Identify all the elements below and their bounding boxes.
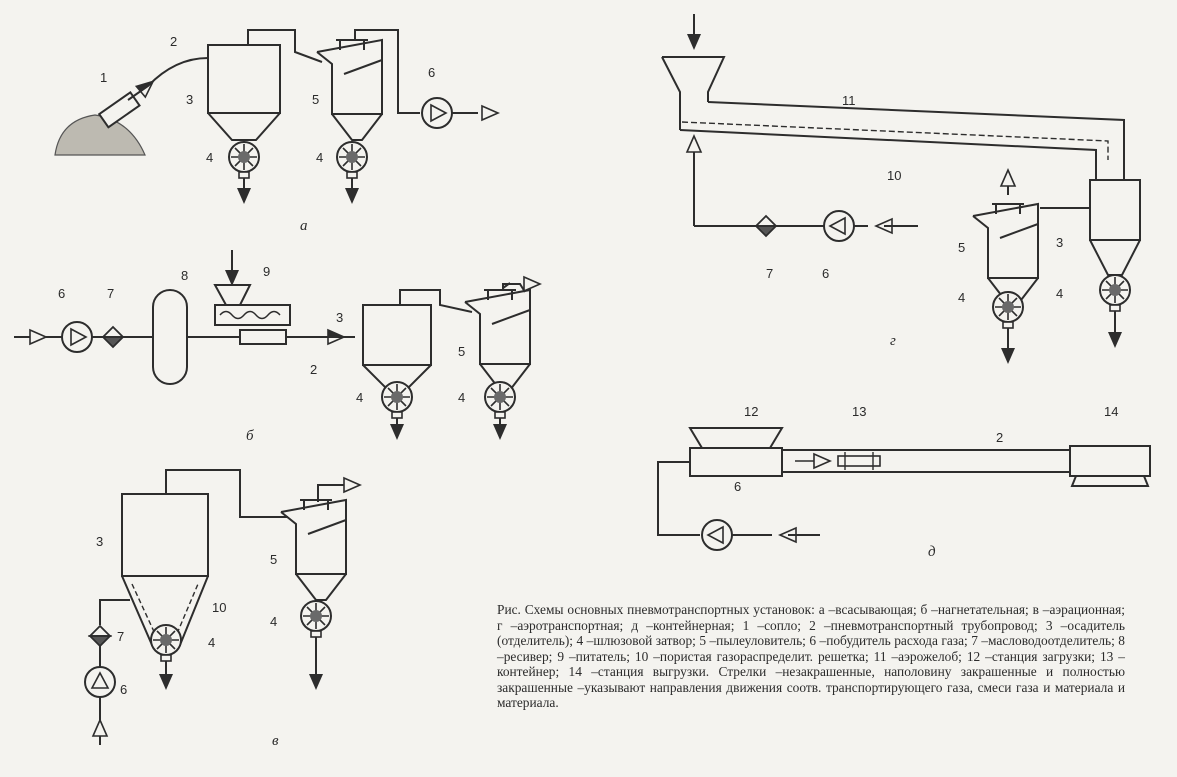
label-3: 3: [96, 534, 103, 549]
label-7: 7: [766, 266, 773, 281]
label-4b: 4: [270, 614, 277, 629]
label-6: 6: [734, 479, 741, 494]
diagram-d: 12 13 2 14 6 д: [657, 404, 1151, 560]
label-12: 12: [744, 404, 758, 419]
diagram-a-caption: а: [300, 218, 308, 234]
diagram-b-labels: 6 7 8 9 3 2 5 4 4: [58, 264, 465, 405]
label-4b: 4: [458, 390, 465, 405]
label-7: 7: [117, 629, 124, 644]
label-3: 3: [336, 310, 343, 325]
label-6: 6: [120, 682, 127, 697]
label-11: 11: [842, 93, 856, 108]
diagram-d-labels: 12 13 2 14 6: [734, 404, 1118, 494]
label-2: 2: [996, 430, 1003, 445]
label-5: 5: [458, 344, 465, 359]
diagram-v: 3 10 7 6 4 5 4 в: [84, 469, 361, 749]
diagram-g-caption: г: [890, 333, 896, 349]
label-10: 10: [887, 168, 901, 183]
label-4: 4: [206, 150, 213, 165]
figure-caption: Рис. Схемы основных пневмотранспортных у…: [497, 602, 1125, 710]
diagram-a-labels: 1 2 3 4 4 5 6: [100, 34, 435, 165]
label-14: 14: [1104, 404, 1118, 419]
label-4: 4: [208, 635, 215, 650]
label-3: 3: [1056, 235, 1063, 250]
label-4b: 4: [1056, 286, 1063, 301]
label-5: 5: [958, 240, 965, 255]
label-3: 3: [186, 92, 193, 107]
label-2: 2: [170, 34, 177, 49]
label-5: 5: [270, 552, 277, 567]
diagram-g-labels: 11 10 7 6 5 3 4 4: [766, 93, 1063, 305]
label-13: 13: [852, 404, 866, 419]
label-4: 4: [356, 390, 363, 405]
label-6: 6: [822, 266, 829, 281]
label-1: 1: [100, 70, 107, 85]
diagram-g: 11 10 7 6 5 3 4 4 г: [661, 14, 1141, 364]
diagram-b: 6 7 8 9 3 2 5 4 4 б: [14, 250, 541, 444]
label-10: 10: [212, 600, 226, 615]
label-6: 6: [428, 65, 435, 80]
label-6: 6: [58, 286, 65, 301]
diagram-a: 1 2 3 4 4 5 6 а: [54, 29, 499, 234]
diagram-b-caption: б: [246, 428, 254, 444]
label-9: 9: [263, 264, 270, 279]
label-7: 7: [107, 286, 114, 301]
label-8: 8: [181, 268, 188, 283]
label-4: 4: [958, 290, 965, 305]
label-2: 2: [310, 362, 317, 377]
diagram-v-caption: в: [272, 733, 279, 749]
label-5: 5: [312, 92, 319, 107]
label-4b: 4: [316, 150, 323, 165]
diagram-v-labels: 3 10 7 6 4 5 4: [96, 534, 277, 697]
diagram-d-caption: д: [928, 544, 936, 560]
